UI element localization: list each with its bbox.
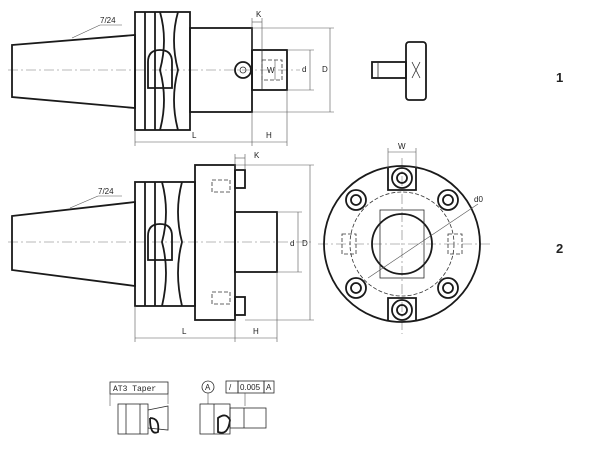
runout-datum-box bbox=[263, 380, 275, 394]
taper-spec-box bbox=[109, 381, 169, 395]
notes-taper-spec: AT3 Taper bbox=[109, 381, 169, 435]
end-view-dim-d0-label: d0 bbox=[474, 195, 483, 204]
runout-value: 0.005 bbox=[240, 383, 261, 392]
end-view-bolt-hole bbox=[437, 189, 459, 211]
end-view-outer-circle bbox=[323, 165, 481, 323]
end-view-bolt-hole bbox=[391, 299, 413, 321]
view-1-tool-holder: L H K W d D 7/24 bbox=[8, 10, 334, 146]
note-holder-key bbox=[217, 414, 231, 434]
view-2-disc bbox=[194, 164, 236, 321]
view-2-key-top bbox=[234, 169, 246, 189]
end-view-dim-d0-line bbox=[367, 203, 479, 279]
view-1-drive-key bbox=[147, 49, 173, 89]
notes-runout: A / 0.005 A bbox=[199, 380, 275, 435]
datum-label: A bbox=[205, 383, 211, 392]
runout-symbol-box bbox=[225, 380, 239, 394]
view-1-v-groove bbox=[159, 11, 165, 131]
note-holder-body bbox=[117, 403, 149, 435]
end-view-bolt-hole-inner bbox=[396, 304, 408, 316]
end-view-bolt-hole bbox=[437, 277, 459, 299]
end-view-dim-W-label: W bbox=[398, 142, 406, 151]
bolt-head-mark bbox=[411, 61, 421, 79]
end-view-center-bore bbox=[371, 213, 433, 275]
view-2-dim-D-label: D bbox=[302, 239, 308, 248]
end-view-key-slot-bottom bbox=[387, 297, 417, 320]
view-1-number: 1 bbox=[556, 70, 563, 85]
view-2-hidden-slot bbox=[211, 291, 231, 305]
end-view-flange-face: W d0 bbox=[318, 142, 490, 334]
view-2-hidden-slot bbox=[211, 179, 231, 193]
runout-symbol: / bbox=[229, 383, 232, 392]
view-1-bolt-detail bbox=[371, 41, 427, 101]
view-2-drive-key bbox=[147, 223, 173, 261]
end-view-bolt-hole-inner bbox=[396, 172, 408, 184]
view-2-v-groove bbox=[161, 181, 167, 307]
view-1-dim-L-label: L bbox=[192, 131, 197, 140]
end-view-key-slot-top bbox=[387, 168, 417, 191]
view-2-key-bottom bbox=[234, 296, 246, 316]
view-2-taper bbox=[11, 200, 136, 288]
view-2-v-groove bbox=[177, 181, 183, 307]
view-2-taper-label: 7/24 bbox=[98, 187, 114, 196]
end-view-side-slot bbox=[447, 233, 463, 255]
view-1-v-groove bbox=[173, 11, 179, 131]
note-holder-body bbox=[199, 403, 231, 435]
end-view-bolt-hole-inner bbox=[350, 194, 362, 206]
view-1-taper bbox=[11, 34, 136, 109]
view-1-dim-D-label: D bbox=[322, 65, 328, 74]
view-2-dim-L-label: L bbox=[182, 327, 187, 336]
end-view-bolt-hole bbox=[345, 277, 367, 299]
bolt-shank bbox=[371, 61, 407, 79]
view-1-lock-pin-hole bbox=[239, 66, 247, 74]
view-1-lock-pin bbox=[234, 61, 252, 79]
end-view-side-slot bbox=[341, 233, 357, 255]
end-view-bolt-hole bbox=[391, 167, 413, 189]
view-2-dim-K-label: K bbox=[254, 151, 260, 160]
view-1-taper-leader bbox=[71, 24, 101, 39]
end-view-bolt-hole-inner bbox=[442, 194, 454, 206]
view-2-dim-d-label: d bbox=[290, 239, 294, 248]
view-1-dim-d-label: d bbox=[302, 65, 306, 74]
view-1-adapter bbox=[251, 49, 288, 91]
view-2-taper-leader bbox=[69, 195, 99, 209]
end-view-bolt-hole-inner bbox=[350, 282, 362, 294]
view-2-dim-H-label: H bbox=[253, 327, 259, 336]
view-2-number: 2 bbox=[556, 241, 563, 256]
view-2-tool-holder: L H K d D 7/24 bbox=[8, 151, 314, 342]
end-view-bolt-circle bbox=[349, 191, 455, 297]
view-1-dim-K-label: K bbox=[256, 10, 262, 19]
view-1-dim-H-label: H bbox=[266, 131, 272, 140]
note-holder-pilot bbox=[229, 407, 267, 429]
note-holder-key bbox=[149, 417, 160, 434]
taper-spec-label: AT3 Taper bbox=[113, 385, 156, 394]
runout-datum: A bbox=[266, 383, 272, 392]
view-2-pilot bbox=[234, 211, 278, 273]
end-view-bolt-hole-inner bbox=[442, 282, 454, 294]
end-view-bolt-hole bbox=[345, 189, 367, 211]
bolt-head bbox=[405, 41, 427, 101]
end-view-center-box bbox=[379, 209, 425, 279]
view-1-taper-label: 7/24 bbox=[100, 16, 116, 25]
view-1-adapter-bore bbox=[261, 59, 283, 81]
view-1-dim-W-label: W bbox=[267, 66, 275, 75]
